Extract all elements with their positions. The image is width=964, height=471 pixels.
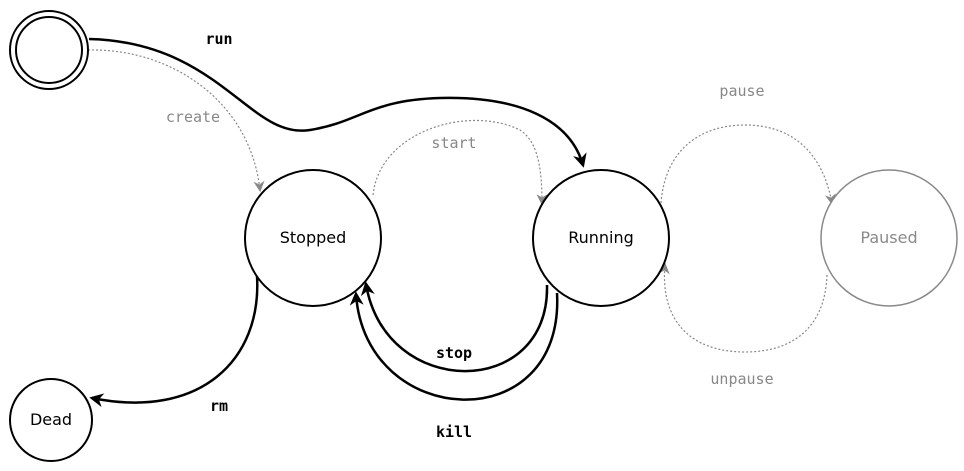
edge-run — [88, 37, 587, 168]
state-stopped: Stopped — [244, 169, 382, 307]
edge-start — [372, 119, 548, 206]
label-kill: kill — [436, 423, 472, 441]
state-stopped-label: Stopped — [280, 228, 347, 247]
label-unpause: unpause — [710, 370, 773, 388]
state-paused: Paused — [820, 169, 958, 307]
state-paused-label: Paused — [860, 228, 917, 247]
state-initial — [9, 10, 89, 90]
edge-create — [87, 49, 265, 193]
edge-kill — [349, 291, 559, 401]
label-create: create — [166, 108, 220, 126]
label-stop: stop — [436, 344, 472, 362]
label-rm: rm — [210, 397, 228, 415]
state-running: Running — [532, 169, 670, 307]
edge-unpause — [658, 262, 828, 353]
edge-stop — [360, 281, 549, 373]
label-run: run — [205, 30, 232, 48]
edge-pause — [660, 124, 836, 206]
state-dead-label: Dead — [30, 410, 72, 429]
label-start: start — [431, 134, 476, 152]
label-pause: pause — [719, 82, 764, 100]
edge-rm — [89, 275, 259, 408]
state-running-label: Running — [568, 228, 634, 247]
state-dead: Dead — [9, 378, 93, 462]
